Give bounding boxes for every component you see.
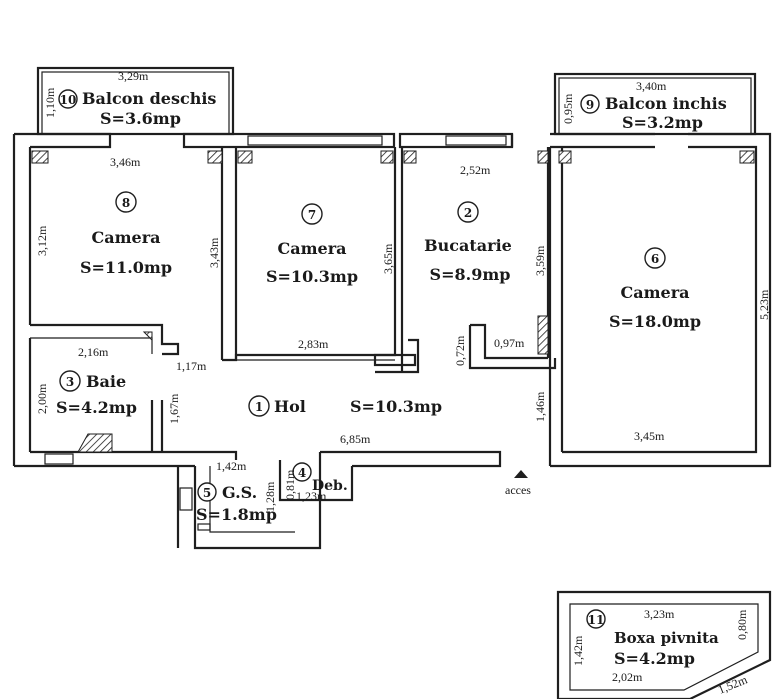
room-number-badge	[197, 482, 217, 502]
room-area: S=11.0mp	[80, 258, 172, 277]
dim-label: 0,72m	[453, 335, 467, 366]
dim-label: 1,17m	[176, 359, 207, 373]
room-number: 7	[308, 208, 316, 222]
dim-label: 1,28m	[263, 481, 277, 512]
room-1: 1 Hol S=10.3mp	[248, 395, 442, 417]
dim-label: 2,00m	[35, 383, 49, 414]
room-area: S=10.3mp	[350, 397, 442, 416]
room-number: 8	[122, 196, 130, 210]
dimension-labels: 3,29m 1,10m 3,40m 0,95m 3,46m 3,12m 3,43…	[35, 69, 771, 512]
room-area: S=1.8mp	[196, 505, 277, 524]
room-5: 5 G.S. S=1.8mp	[196, 482, 277, 524]
room-name: Bucatarie	[424, 236, 512, 255]
room-number-badge	[301, 203, 323, 225]
room-number-badge	[58, 89, 78, 109]
room-6: 6 Camera S=18.0mp	[609, 247, 701, 331]
room-number: 1	[255, 400, 263, 414]
dim-label: 2,16m	[78, 345, 109, 359]
room-name: Camera	[277, 239, 346, 258]
room-number: 10	[60, 93, 77, 107]
dim-label: 3,12m	[35, 225, 49, 256]
room-name: Baie	[86, 372, 126, 391]
room-number-badge	[580, 94, 600, 114]
dim-label: 1,67m	[167, 393, 181, 424]
interior-walls	[28, 147, 755, 531]
room-4: 4 Deb.	[292, 462, 348, 494]
room-area: S=4.2mp	[56, 398, 137, 417]
dim-label: 0,95m	[561, 93, 575, 124]
storage-box: 11 Boxa pivnita S=4.2mp 3,23m 1,42m 0,80…	[556, 590, 772, 699]
dim-label: 1,42m	[216, 459, 247, 473]
room-10: 10 Balcon deschis S=3.6mp	[58, 89, 216, 128]
room-name: Balcon inchis	[605, 94, 727, 113]
dim-label: 6,85m	[340, 432, 371, 446]
dim-label: 1,23m	[296, 489, 327, 503]
dim-label: 1,52m	[716, 672, 750, 697]
room-number-badge	[292, 462, 312, 482]
dim-label: 3,59m	[533, 245, 547, 276]
room-name: G.S.	[222, 483, 257, 502]
dim-label: 2,02m	[612, 670, 643, 684]
room-name: Hol	[274, 397, 306, 416]
entrance-label: acces	[505, 483, 531, 497]
room-8: 8 Camera S=11.0mp	[80, 191, 172, 277]
dim-label: 3,45m	[634, 429, 665, 443]
room-2: 2 Bucatarie S=8.9mp	[424, 201, 512, 284]
room-number-badge	[59, 370, 81, 392]
room-number-badge	[248, 395, 270, 417]
dim-label: 0,81m	[283, 469, 297, 500]
dim-label: 1,10m	[43, 87, 57, 118]
room-area: S=3.6mp	[100, 109, 181, 128]
dim-label: 3,43m	[207, 237, 221, 268]
room-area: S=4.2mp	[614, 649, 695, 668]
dim-label: 3,23m	[644, 607, 675, 621]
room-number: 3	[66, 375, 74, 389]
room-number-badge	[115, 191, 137, 213]
dim-label: 0,97m	[494, 336, 525, 350]
room-area: S=10.3mp	[266, 267, 358, 286]
room-number: 4	[298, 466, 306, 480]
balcony-open	[36, 66, 235, 136]
dim-label: 2,52m	[460, 163, 491, 177]
room-name: Boxa pivnita	[614, 629, 719, 647]
room-area: S=8.9mp	[430, 265, 511, 284]
room-3: 3 Baie S=4.2mp	[56, 370, 137, 417]
room-name: Camera	[620, 283, 689, 302]
dim-label: 0,80m	[735, 609, 749, 640]
room-number: 9	[586, 98, 594, 112]
room-9: 9 Balcon inchis S=3.2mp	[580, 94, 727, 132]
dim-label: 5,23m	[757, 289, 771, 320]
dim-label: 3,29m	[118, 69, 149, 83]
dim-label: 2,83m	[298, 337, 329, 351]
room-number-badge	[586, 609, 606, 629]
dim-label: 3,46m	[110, 155, 141, 169]
room-area: S=18.0mp	[609, 312, 701, 331]
room-number: 6	[651, 252, 659, 266]
room-area: S=3.2mp	[622, 113, 703, 132]
entrance-arrow-icon	[514, 470, 528, 478]
dim-label: 1,42m	[571, 635, 585, 666]
room-name: Balcon deschis	[82, 89, 216, 108]
room-name: Camera	[91, 228, 160, 247]
room-name: Deb.	[312, 478, 348, 494]
dim-label: 1,46m	[533, 391, 547, 422]
dim-label: 3,40m	[636, 79, 667, 93]
room-number: 2	[464, 206, 472, 220]
dim-label: 3,65m	[381, 243, 395, 274]
room-number: 11	[588, 613, 605, 627]
room-number-badge	[457, 201, 479, 223]
room-number-badge	[644, 247, 666, 269]
room-7: 7 Camera S=10.3mp	[266, 203, 358, 286]
room-number: 5	[203, 486, 211, 500]
